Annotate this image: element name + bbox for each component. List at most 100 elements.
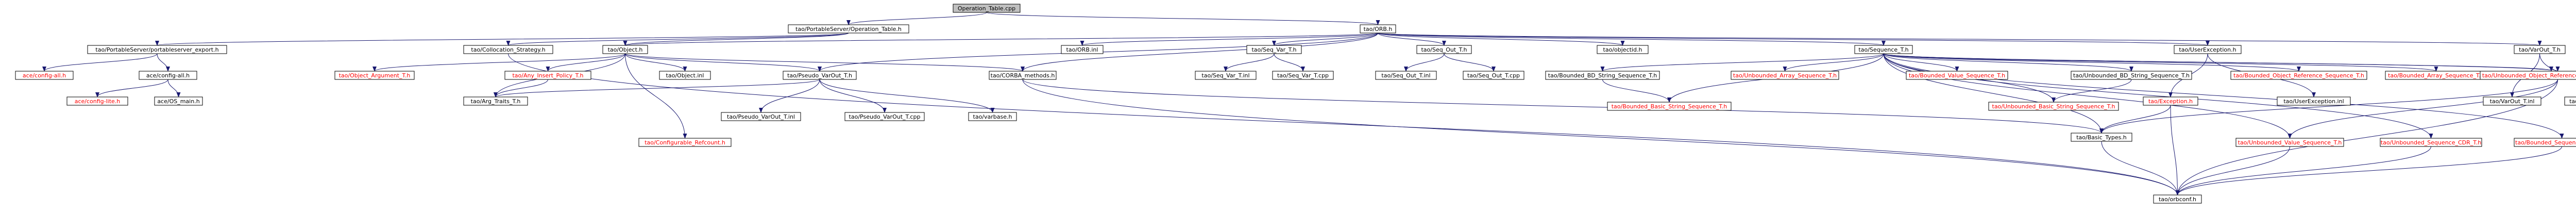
node-object-inl[interactable]: tao/Object.inl <box>659 71 711 80</box>
node-obj-arg[interactable]: tao/Object_Argument_T.h <box>334 71 415 80</box>
node-seq-out-cpp[interactable]: tao/Seq_Out_T.cpp <box>1463 71 1524 80</box>
node-label: tao/Unbounded_BD_String_Sequence_T.h <box>2073 72 2190 79</box>
node-box <box>139 71 197 80</box>
node-label: tao/ORB.h <box>1364 26 1393 32</box>
node-bounded-array[interactable]: tao/Bounded_Array_Sequence_T.h <box>2385 71 2487 80</box>
node-any-insert[interactable]: tao/Any_Insert_Policy_T.h <box>504 71 591 80</box>
edge-orb-h-to-seq-var <box>1272 32 1378 46</box>
edge-orb-h-to-orb-inl <box>1080 32 1378 46</box>
node-ace-config-all[interactable]: ace/config-all.h <box>15 71 74 80</box>
edge-basic-types-to-orbconf <box>2101 141 2180 195</box>
edge-orb-h-to-sequence <box>1378 32 1886 46</box>
node-unbounded-object[interactable]: tao/Unbounded_Object_Reference_Sequence_… <box>2480 71 2576 80</box>
node-configvalue[interactable]: tao/Configurable_Refcount.h <box>638 138 732 147</box>
node-ace-config-lite[interactable]: ace/config-lite.h <box>66 96 128 106</box>
node-ace-os-main[interactable]: ace/OS_main.h <box>154 96 203 106</box>
node-orb-h[interactable]: tao/ORB.h <box>1360 24 1396 34</box>
node-box <box>334 71 415 80</box>
node-box <box>463 96 528 106</box>
node-optable-h[interactable]: tao/PortableServer/Operation_Table.h <box>788 24 909 34</box>
node-seq-out[interactable]: tao/Seq_Out_T.h <box>1416 45 1472 54</box>
node-seq-out-inl[interactable]: tao/Seq_Out_T.inl <box>1375 71 1437 80</box>
node-seq-var-inl[interactable]: tao/Seq_Var_T.inl <box>1195 71 1257 80</box>
edge-optable-to-orb-h <box>986 12 1380 25</box>
node-bounded-value[interactable]: tao/Bounded_Value_Sequence_T.h <box>1906 71 2008 80</box>
node-box <box>968 112 1017 121</box>
node-pseudo-varout-cpp[interactable]: tao/Pseudo_VarOut_T.cpp <box>844 112 925 121</box>
node-unbounded-cdr[interactable]: tao/Unbounded_Sequence_CDR_T.h <box>2380 138 2482 147</box>
node-label: tao/varbase.h <box>973 113 1012 120</box>
edge-any-insert-to-arg-traits <box>494 79 548 97</box>
node-label: tao/Seq_Out_T.cpp <box>1467 72 1520 79</box>
node-pseudo-varout[interactable]: tao/Pseudo_VarOut_T.h <box>783 71 857 80</box>
node-label: tao/Seq_Var_T.h <box>1251 46 1296 53</box>
node-label: tao/Object.inl <box>666 72 704 79</box>
node-basic-types[interactable]: tao/Basic_Types.h <box>2071 133 2132 142</box>
edge-optable-h-to-object-h <box>623 32 849 46</box>
node-tao-exception[interactable]: tao/Exception.h <box>2143 96 2198 106</box>
edge-sequence-to-bounded-cdr <box>1883 53 2564 139</box>
edge-corba-methods-to-orbconf <box>1022 79 2180 195</box>
node-varout[interactable]: tao/VarOut_T.h <box>2514 45 2566 54</box>
node-box <box>2514 45 2566 54</box>
edge-seq-var-to-seq-var-cpp <box>1274 53 1305 72</box>
node-box <box>602 45 648 54</box>
node-varout-inl[interactable]: tao/VarOut_T.inl <box>2483 96 2541 106</box>
node-corba-methods[interactable]: tao/CORBA_methods.h <box>989 71 1057 80</box>
edge-object-h-to-configvalue <box>625 53 687 139</box>
node-orb-inl[interactable]: tao/ORB.inl <box>1061 45 1104 54</box>
node-unbounded-basic-str[interactable]: tao/Unbounded_Basic_String_Sequence_T.h <box>1988 102 2119 111</box>
edge-orb-h-to-corba-methods <box>1021 32 1378 72</box>
node-userexc-inl[interactable]: tao/UserException.inl <box>2277 96 2351 106</box>
node-bounded-basic-str[interactable]: tao/Bounded_Basic_String_Sequence_T.h <box>1607 102 1732 111</box>
node-label: tao/UserException.inl <box>2283 98 2344 105</box>
node-varout-cpp[interactable]: tao/VarOut_T.cpp <box>2564 96 2576 106</box>
node-box <box>2071 133 2132 142</box>
node-bounded-object[interactable]: tao/Bounded_Object_Reference_Sequence_T.… <box>2230 71 2367 80</box>
node-unbounded-bd-str[interactable]: tao/Unbounded_BD_String_Sequence_T.h <box>2071 71 2192 80</box>
node-box <box>783 71 857 80</box>
node-object-h[interactable]: tao/Object.h <box>602 45 648 54</box>
node-arg-traits[interactable]: tao/Arg_Traits_T.h <box>463 96 528 106</box>
node-bounded-bd-str[interactable]: tao/Bounded_BD_String_Sequence_T.h <box>1545 71 1660 80</box>
node-collocation[interactable]: tao/Collocation_Strategy.h <box>463 45 553 54</box>
node-unbounded-array[interactable]: tao/Unbounded_Array_Sequence_T.h <box>1731 71 1839 80</box>
node-ps-export[interactable]: tao/PortableServer/portableserver_export… <box>87 45 227 54</box>
edge-pseudo-varout-to-pseudo-varout-inl <box>759 79 820 113</box>
edge-object-h-to-corba-methods <box>625 53 1025 72</box>
node-unbounded-value[interactable]: tao/Unbounded_Value_Sequence_T.h <box>2235 138 2344 147</box>
node-box <box>504 71 591 80</box>
node-ace-config-all2[interactable]: ace/config-all.h <box>139 71 197 80</box>
node-box <box>2230 71 2367 80</box>
edge-ps-export-to-ace-config-all <box>42 53 158 72</box>
node-box <box>87 45 227 54</box>
node-bounded-cdr[interactable]: tao/Bounded_Sequence_CDR_T.h <box>2514 138 2576 147</box>
node-label: tao/Unbounded_Array_Sequence_T.h <box>1733 72 1837 79</box>
node-varbase[interactable]: tao/varbase.h <box>968 112 1017 121</box>
node-box <box>15 71 74 80</box>
node-label: tao/UserException.h <box>2179 46 2236 53</box>
node-label: tao/Seq_Out_T.h <box>1421 46 1467 53</box>
node-seq-var[interactable]: tao/Seq_Var_T.h <box>1246 45 1302 54</box>
node-label: tao/Seq_Out_T.inl <box>1381 72 1430 79</box>
node-label: tao/Object_Argument_T.h <box>339 72 411 79</box>
node-seq-var-cpp[interactable]: tao/Seq_Var_T.cpp <box>1272 71 1334 80</box>
node-label: tao/Collocation_Strategy.h <box>471 46 545 53</box>
node-box <box>1360 24 1396 34</box>
node-label: ace/OS_main.h <box>157 98 199 105</box>
node-box <box>638 138 732 147</box>
node-objectid[interactable]: tao/objectid.h <box>1597 45 1649 54</box>
edge-object-h-to-obj-arg <box>372 53 625 72</box>
node-sequence[interactable]: tao/Sequence_T.h <box>1854 45 1913 54</box>
edge-sequence-to-bounded-bd-str <box>1600 53 1884 72</box>
node-orbconf[interactable]: tao/orbconf.h <box>2153 194 2202 204</box>
edge-bounded-cdr-to-orbconf <box>2175 146 2562 195</box>
node-pseudo-varout-inl[interactable]: tao/Pseudo_VarOut_T.inl <box>721 112 801 121</box>
node-userexc[interactable]: tao/UserException.h <box>2174 45 2242 54</box>
node-label: tao/Bounded_Object_Reference_Sequence_T.… <box>2233 72 2364 79</box>
node-box <box>1607 102 1732 111</box>
node-label: ace/config-all.h <box>23 72 66 79</box>
node-box <box>154 96 203 106</box>
node-box <box>1375 71 1437 80</box>
edge-object-h-to-object-inl <box>625 53 687 72</box>
